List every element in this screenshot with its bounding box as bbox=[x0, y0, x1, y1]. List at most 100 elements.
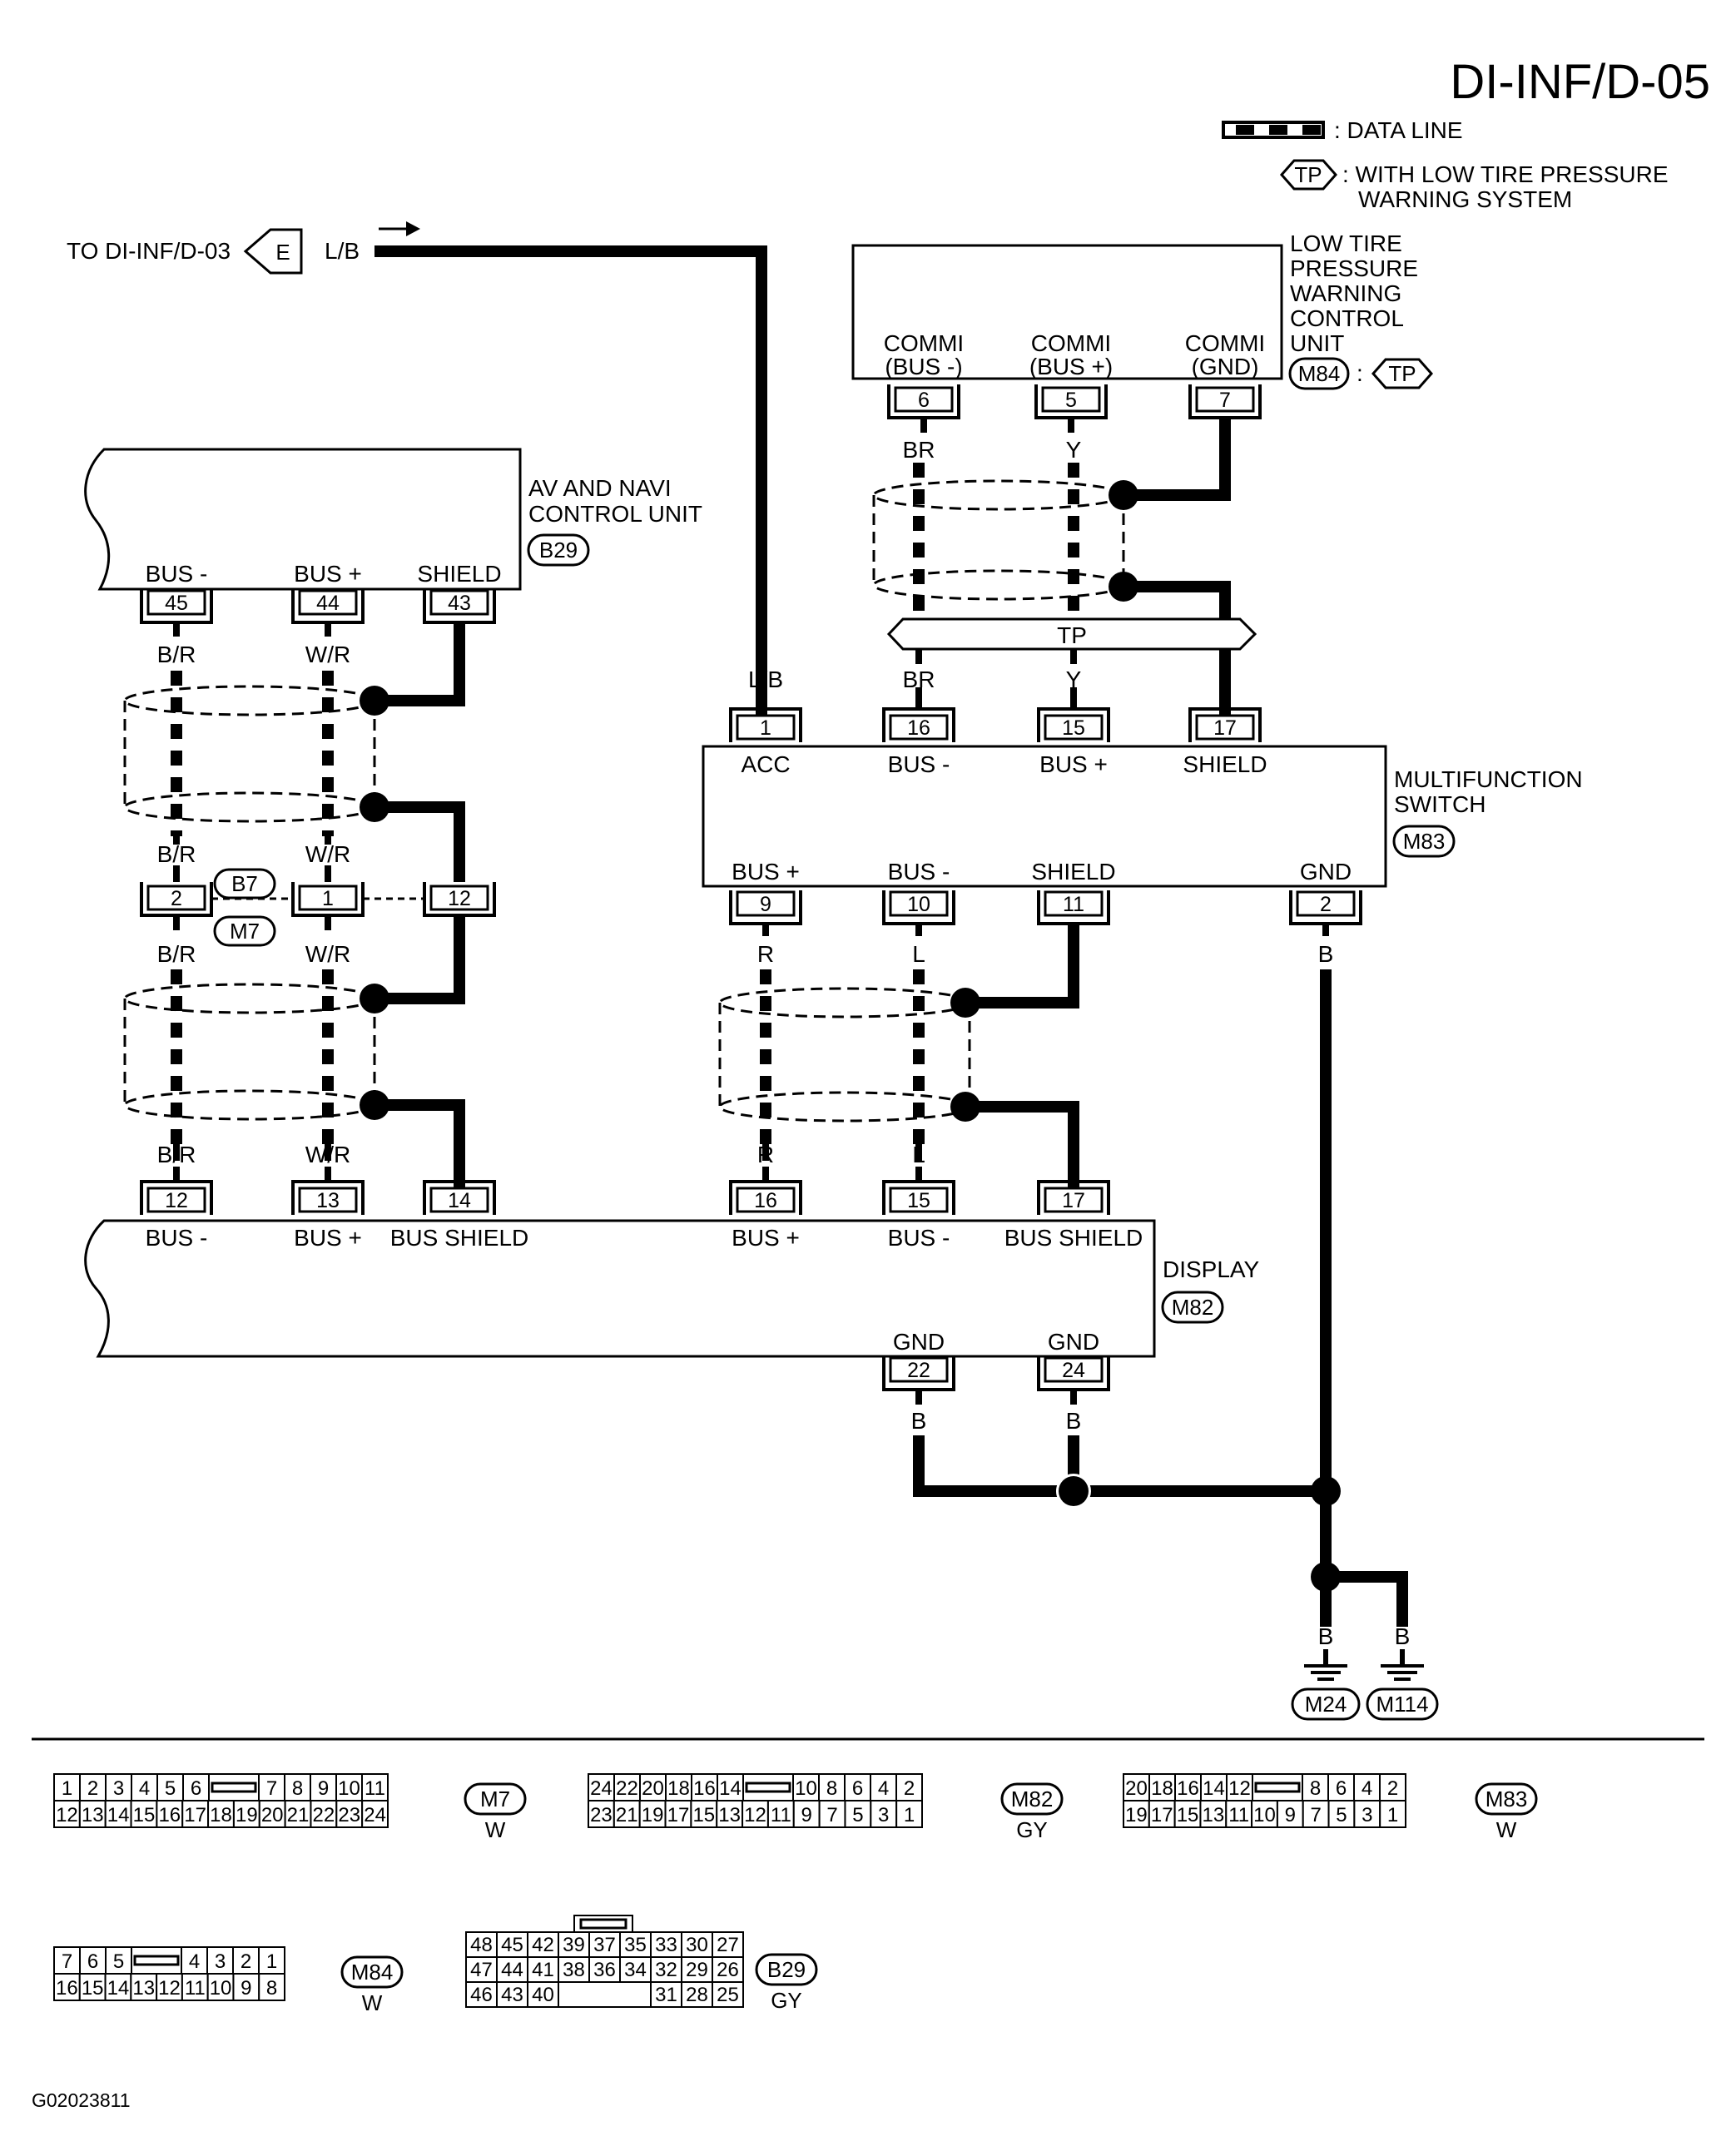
cavity-number: 11 bbox=[771, 1804, 791, 1826]
ground-icon bbox=[1304, 1649, 1347, 1681]
svg-text:BUS -: BUS - bbox=[888, 1225, 950, 1251]
svg-text:SHIELD: SHIELD bbox=[1183, 751, 1267, 777]
cavity-number: 1 bbox=[1387, 1804, 1398, 1826]
offpage-wire-label: L/B bbox=[325, 238, 360, 264]
display-top-labels: BUS - BUS + BUS SHIELD BUS + BUS - BUS S… bbox=[146, 1225, 1143, 1251]
cavity-number: 13 bbox=[1203, 1804, 1225, 1826]
cavity-number: 13 bbox=[132, 1977, 155, 2000]
cavity-number: 22 bbox=[313, 1804, 335, 1826]
cavity-number: 5 bbox=[165, 1777, 176, 1800]
tpms-unit-name: LOW TIRE PRESSURE WARNING CONTROL UNIT bbox=[1290, 230, 1418, 356]
cavity-number: 15 bbox=[133, 1804, 156, 1826]
ground-icon bbox=[1381, 1649, 1424, 1681]
wire-label-y-top: Y bbox=[1066, 437, 1082, 463]
cavity-number: 9 bbox=[1285, 1804, 1296, 1826]
tpms-colon: : bbox=[1357, 360, 1363, 386]
cavity-number: 11 bbox=[1228, 1804, 1249, 1826]
svg-text:15: 15 bbox=[907, 1189, 930, 1212]
wire-label-r: R bbox=[757, 1142, 774, 1167]
svg-text:10: 10 bbox=[907, 893, 930, 916]
svg-text:15: 15 bbox=[1062, 716, 1085, 740]
tpms-connector-m84: M84 bbox=[1288, 357, 1350, 390]
svg-text:AV AND NAVI: AV AND NAVI bbox=[528, 475, 672, 501]
av-shielded-cable-lower bbox=[123, 969, 376, 1144]
wire-label-br-top: BR bbox=[903, 437, 935, 463]
ground-splice bbox=[1311, 1562, 1341, 1592]
av-pins: 45 44 43 bbox=[140, 589, 496, 624]
face-connector-color: GY bbox=[771, 1988, 802, 2013]
cavity-number: 12 bbox=[56, 1804, 78, 1826]
svg-text:SWITCH: SWITCH bbox=[1394, 791, 1486, 817]
svg-text:BUS -: BUS - bbox=[146, 1225, 208, 1251]
ground-wire-label: B bbox=[1318, 1623, 1334, 1649]
svg-text:M114: M114 bbox=[1376, 1692, 1428, 1717]
cavity-number: 6 bbox=[87, 1950, 98, 1973]
wire-lb bbox=[374, 245, 767, 716]
cavity-number: 21 bbox=[616, 1804, 638, 1826]
cavity-number: 4 bbox=[1362, 1777, 1372, 1800]
display-gnd-labels: GND GND bbox=[893, 1329, 1099, 1355]
svg-text:UNIT: UNIT bbox=[1290, 330, 1344, 356]
cavity-number: 33 bbox=[655, 1934, 677, 1956]
cavity-number: 6 bbox=[852, 1777, 863, 1800]
face-connector-id: B29 bbox=[767, 1957, 806, 1982]
svg-text:11: 11 bbox=[1063, 893, 1084, 916]
display-gnd-pins: 22 24 bbox=[882, 1356, 1110, 1391]
cavity-number: 2 bbox=[87, 1777, 98, 1800]
svg-text:17: 17 bbox=[1213, 716, 1237, 740]
cavity-number: 19 bbox=[642, 1804, 664, 1826]
shield-splice bbox=[950, 988, 980, 1018]
joint-connector: 2 1 12 bbox=[140, 882, 496, 917]
svg-text:16: 16 bbox=[907, 716, 930, 740]
face-connector-color: W bbox=[485, 1817, 506, 1842]
tpms-tp-tag: TP bbox=[1371, 358, 1434, 389]
svg-text:(BUS -): (BUS -) bbox=[885, 354, 962, 379]
mfs-bottom-pins: 9 10 11 2 bbox=[729, 890, 1362, 925]
cavity-number: 45 bbox=[501, 1934, 523, 1956]
display-connector-m82: M82 bbox=[1161, 1291, 1224, 1324]
cavity-number: 15 bbox=[692, 1804, 715, 1826]
cavity-number: 3 bbox=[113, 1777, 124, 1800]
cavity-number: 8 bbox=[266, 1977, 277, 2000]
mfs-display-shielded-cable bbox=[718, 969, 971, 1144]
ground-wire bbox=[1326, 1571, 1408, 1627]
cavity-number: 11 bbox=[185, 1977, 206, 2000]
cavity-number: 7 bbox=[1310, 1804, 1321, 1826]
face-connector-id: M83 bbox=[1486, 1787, 1528, 1811]
cavity-number: 31 bbox=[655, 1984, 677, 2006]
cavity-number: 28 bbox=[686, 1984, 708, 2006]
face-connector-color: GY bbox=[1016, 1817, 1048, 1842]
page-code: DI-INF/D-05 bbox=[1450, 55, 1710, 109]
cavity-number: 15 bbox=[82, 1977, 104, 2000]
svg-text:BUS +: BUS + bbox=[1039, 751, 1108, 777]
tpms-shield-wire bbox=[1123, 418, 1231, 501]
cavity-number: 20 bbox=[1125, 1777, 1148, 1800]
shield-splice bbox=[360, 1090, 389, 1120]
svg-text:44: 44 bbox=[316, 592, 340, 615]
svg-text:B7: B7 bbox=[231, 871, 258, 896]
svg-text:12: 12 bbox=[448, 887, 471, 910]
shield-wire bbox=[965, 924, 1079, 1009]
display-name: DISPLAY bbox=[1163, 1256, 1260, 1282]
ground-wire bbox=[913, 1435, 1326, 1497]
wire-label-wr-joint-bottom: W/R bbox=[305, 941, 350, 967]
wire-label-br-joint-top: B/R bbox=[157, 841, 196, 867]
svg-text:BUS -: BUS - bbox=[888, 751, 950, 777]
cavity-number: 13 bbox=[718, 1804, 741, 1826]
shield-splice bbox=[1109, 572, 1138, 602]
cavity-number: 47 bbox=[470, 1959, 493, 1981]
cavity-number: 1 bbox=[266, 1950, 277, 1973]
cavity-number: 12 bbox=[1228, 1777, 1251, 1800]
ground-connector-m24: M24 bbox=[1291, 1687, 1361, 1721]
cavity-number: 2 bbox=[241, 1950, 251, 1973]
face-connector-id: M7 bbox=[480, 1787, 510, 1811]
cavity-number: 41 bbox=[532, 1959, 554, 1981]
wire-label-br-display: B/R bbox=[157, 1142, 196, 1167]
svg-text:2: 2 bbox=[1320, 893, 1332, 916]
display-top-pins: 12 13 14 16 15 17 bbox=[140, 1180, 1110, 1215]
svg-text:24: 24 bbox=[1062, 1359, 1085, 1382]
cavity-number: 12 bbox=[158, 1977, 181, 2000]
svg-text:COMMI: COMMI bbox=[884, 330, 964, 356]
cavity-number: 23 bbox=[338, 1804, 360, 1826]
